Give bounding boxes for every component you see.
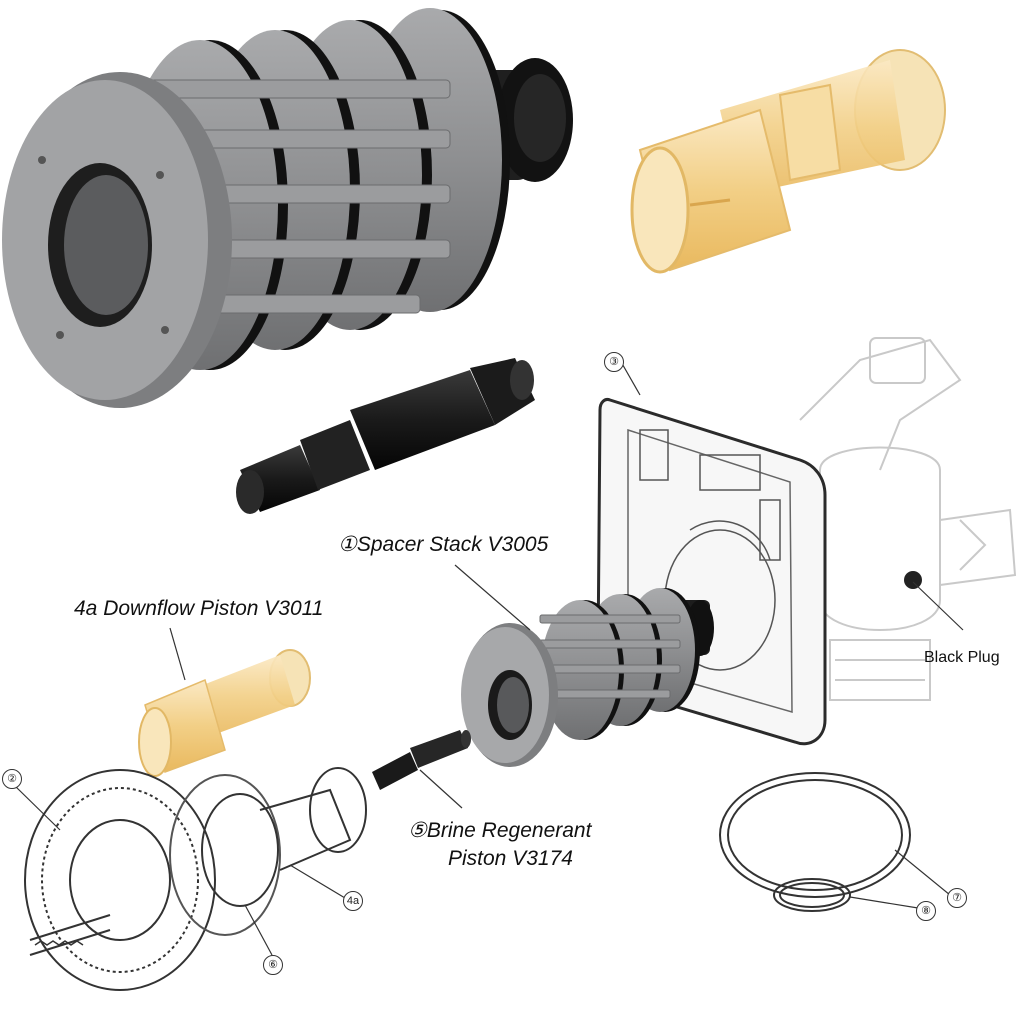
callout-8: ⑧ (916, 901, 936, 921)
piston-assembly-outline (24, 767, 367, 991)
callout-2: ② (2, 769, 22, 789)
black-plug-marker (904, 571, 922, 589)
label-brine-piston-line2: Piston V3174 (448, 847, 573, 870)
brine-piston-small (372, 730, 471, 790)
brine-piston-large (236, 358, 535, 514)
spacer-stack-small (461, 588, 714, 767)
o-ring-8 (773, 878, 851, 912)
callout-7: ⑦ (947, 888, 967, 908)
valve-body-outline (799, 337, 1017, 701)
callout-3: ③ (604, 352, 624, 372)
o-ring-7 (719, 772, 911, 898)
leader-lines (13, 359, 964, 956)
downflow-piston-small (138, 649, 311, 777)
label-black-plug: Black Plug (924, 649, 1000, 666)
callout-6: ⑥ (263, 955, 283, 975)
callout-4a: 4a (343, 891, 363, 911)
label-downflow-piston: 4a Downflow Piston V3011 (74, 597, 324, 620)
downflow-piston-large (630, 49, 946, 274)
label-spacer-stack: ①Spacer Stack V3005 (338, 533, 549, 556)
label-brine-piston-line1: ⑤Brine Regenerant (408, 819, 592, 842)
spacer-front-face (2, 72, 232, 408)
spacer-stack-large (2, 8, 573, 408)
